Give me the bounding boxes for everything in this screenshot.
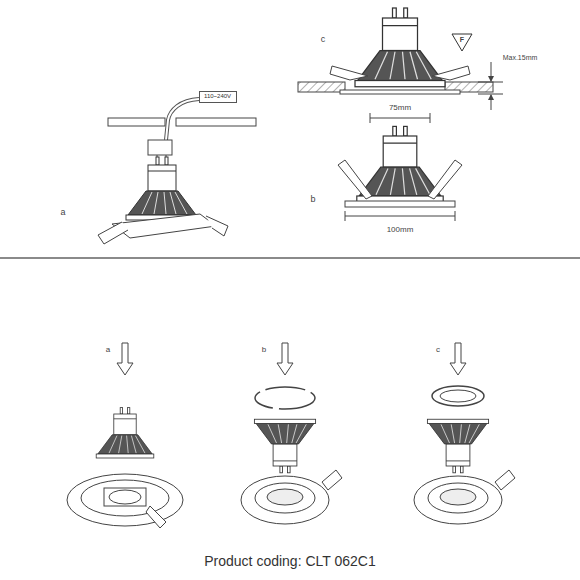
separator [0, 257, 580, 259]
caption: Product coding: CLT 062C1 [0, 553, 580, 569]
figure-label: a [106, 346, 110, 355]
step-c [414, 343, 515, 524]
figure-label: b [310, 195, 315, 205]
figure-c [298, 8, 503, 123]
figure-a [98, 99, 256, 244]
voltage-text: 110~240V [204, 93, 232, 100]
figure-label: 75mm [389, 104, 411, 113]
figure-label: 100mm [387, 226, 414, 235]
figure-label: c [436, 346, 440, 355]
figure-b [338, 126, 462, 221]
step-b [241, 343, 342, 524]
figure-label: c [321, 35, 326, 45]
step-a [67, 343, 183, 528]
figure-label: b [262, 346, 266, 355]
figure-label: a [60, 208, 65, 218]
symbol-letter: F [460, 36, 464, 44]
figure-label: Max.15mm [503, 54, 538, 62]
voltage-box: 110~240V [199, 91, 237, 103]
